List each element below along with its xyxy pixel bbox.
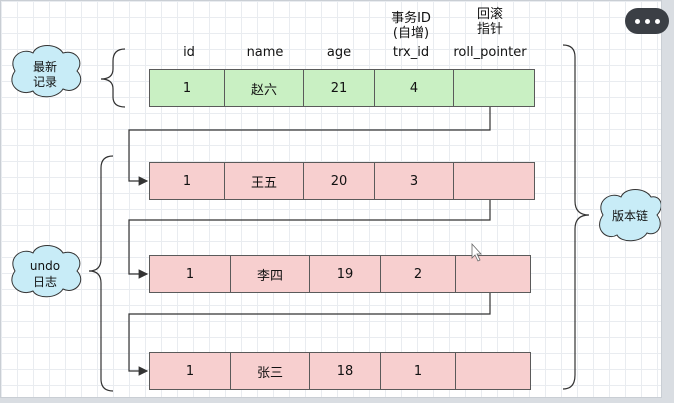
undo-label-line2: 日志: [33, 275, 57, 289]
undo-log-brace: [88, 155, 114, 392]
header-roll-note-1: 回滚: [476, 7, 503, 22]
cell-age: 18: [309, 352, 381, 390]
latest-record-cloud: 最新 记录: [11, 45, 82, 98]
more-horizontal-icon: [644, 18, 650, 24]
diagram-graphics: 最新 记录 undo 日志 版本链: [11, 44, 661, 392]
header-trx-id-label: trx_id: [392, 45, 430, 60]
cell-trx-id: 4: [374, 69, 454, 107]
more-options-button[interactable]: [625, 8, 669, 34]
header-roll-note-2: 指针: [476, 22, 503, 37]
header-roll-label: roll_pointer: [453, 45, 527, 60]
cell-id: 1: [149, 162, 225, 200]
cell-id: 1: [149, 69, 225, 107]
record-undo-3: 1 张三 18 1: [149, 352, 531, 390]
version-chain-brace: [562, 44, 590, 390]
pointer-connector-3: [128, 293, 491, 376]
latest-label-line1: 最新: [33, 59, 57, 74]
cell-roll-pointer: [455, 255, 531, 293]
latest-label-line2: 记录: [33, 75, 57, 89]
version-chain-label: 版本链: [612, 208, 648, 223]
latest-record-brace: [100, 48, 126, 108]
header-id: id: [183, 45, 195, 60]
more-horizontal-icon: [634, 18, 640, 24]
header-name: name: [246, 45, 284, 60]
cell-id: 1: [149, 255, 231, 293]
pointer-connector-1: [128, 107, 491, 186]
record-undo-1: 1 王五 20 3: [149, 162, 535, 200]
undo-label-line1: undo: [30, 259, 60, 273]
cell-trx-id: 2: [380, 255, 456, 293]
header-trx-id: 事务ID (自增) trx_id: [376, 11, 446, 60]
mouse-cursor-icon: [471, 242, 482, 262]
header-trx-id-note-1: 事务ID: [391, 11, 431, 26]
cell-age: 20: [303, 162, 375, 200]
cell-id: 1: [149, 352, 231, 390]
header-roll-pointer: 回滚 指针 roll_pointer: [441, 7, 539, 60]
cell-roll-pointer: [453, 69, 535, 107]
record-latest: 1 赵六 21 4: [149, 69, 535, 107]
record-undo-2: 1 李四 19 2: [149, 255, 531, 293]
header-age: age: [326, 45, 352, 60]
cell-name: 张三: [230, 352, 310, 390]
header-trx-id-note-2: (自增): [392, 26, 430, 41]
cell-roll-pointer: [455, 352, 531, 390]
more-horizontal-icon: [654, 18, 660, 24]
version-chain-cloud: 版本链: [599, 189, 661, 242]
cell-trx-id: 3: [374, 162, 454, 200]
cell-trx-id: 1: [380, 352, 456, 390]
cell-name: 王五: [224, 162, 304, 200]
cell-age: 21: [303, 69, 375, 107]
undo-log-cloud: undo 日志: [11, 245, 82, 298]
pointer-connector-2: [128, 200, 491, 279]
cell-roll-pointer: [453, 162, 535, 200]
cell-name: 李四: [230, 255, 310, 293]
